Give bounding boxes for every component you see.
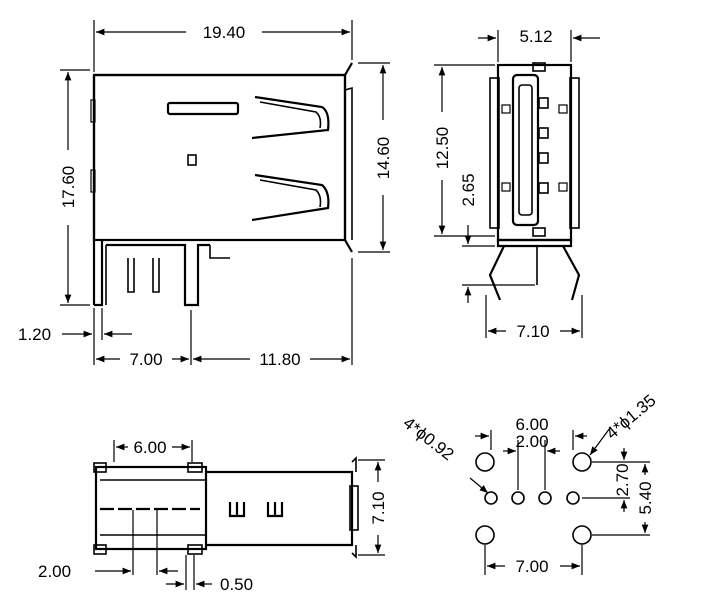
dim-front-width: 5.12	[519, 27, 552, 46]
dim-front-height: 12.50	[433, 127, 452, 170]
front-view: 5.12 12.50 2.65 7.10	[433, 27, 600, 341]
dim-bottom-height: 7.10	[369, 491, 388, 524]
side-view: 19.40 17.60 14.60 1.20 7.00 11.80	[18, 20, 393, 369]
dim-footprint-inner-span: 6.00	[515, 415, 548, 434]
dim-footprint-row-offset: 2.70	[613, 463, 632, 496]
dim-footprint-hole-small: 4*ϕ0.92	[400, 413, 458, 464]
dim-bottom-pin-width: 0.50	[220, 575, 253, 594]
pcb-footprint: 6.00 2.00 4*ϕ0.92 4*ϕ1.35 2.70 5.40 7.00	[400, 391, 660, 576]
dim-footprint-outer-span: 7.00	[515, 557, 548, 576]
dim-side-inner-height: 14.60	[374, 137, 393, 180]
dim-side-height: 17.60	[59, 166, 78, 209]
dim-side-pin-span: 7.00	[129, 350, 162, 369]
dim-front-pin-height: 2.65	[459, 173, 478, 206]
dim-footprint-pitch: 2.00	[515, 432, 548, 451]
dim-side-pin-offset: 1.20	[18, 325, 51, 344]
bottom-view: 6.00 7.10 2.00 0.50	[38, 438, 388, 594]
dim-bottom-pin-pitch: 2.00	[38, 562, 71, 581]
dim-footprint-height: 5.40	[636, 481, 655, 514]
dim-front-pin-span: 7.10	[516, 322, 549, 341]
dim-footprint-hole-large: 4*ϕ1.35	[602, 391, 659, 443]
dim-bottom-pin-span: 6.00	[133, 438, 166, 457]
dim-side-width: 19.40	[203, 23, 246, 42]
dim-side-body-offset: 11.80	[259, 350, 300, 369]
